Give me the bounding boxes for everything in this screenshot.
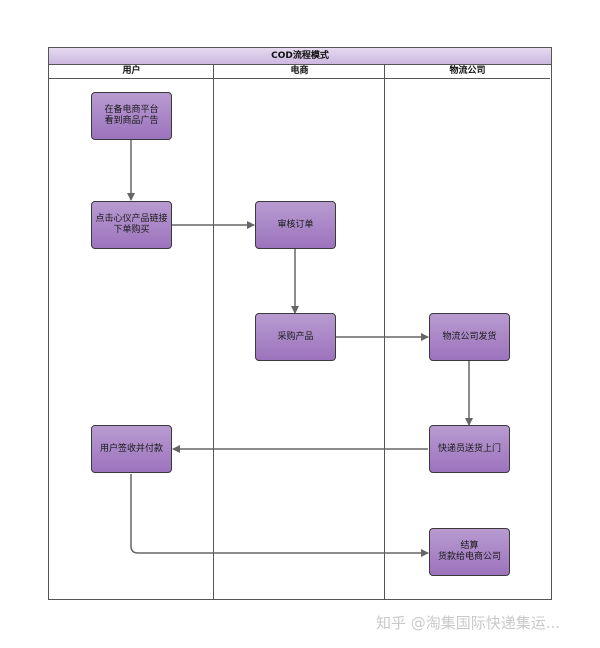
step-see-ad-label: 在备电商平台 看到商品广告 [104,105,159,126]
lane-header-user: 用户 [49,65,214,79]
step-purchase-product-label: 采购产品 [277,331,314,342]
step-see-ad: 在备电商平台 看到商品广告 [91,92,172,140]
step-settle-payment-label: 结算 货款给电商公司 [437,541,501,562]
step-review-order: 审核订单 [255,201,336,249]
watermark: 知乎 @淘集国际快递集运... [376,614,561,632]
step-logistics-ship: 物流公司发货 [429,313,510,361]
step-courier-deliver-label: 快递员送货上门 [437,443,501,454]
step-place-order-label: 点击心仪产品链接 下单购买 [95,214,168,235]
lane-divider [384,65,385,599]
lane-header-logistics: 物流公司 [385,65,550,79]
step-settle-payment: 结算 货款给电商公司 [429,528,510,576]
step-logistics-ship-label: 物流公司发货 [442,331,497,342]
lane-header-ecommerce: 电商 [214,65,385,79]
diagram-title: COD流程模式 [49,48,551,65]
step-purchase-product: 采购产品 [255,313,336,361]
step-courier-deliver: 快递员送货上门 [429,425,510,473]
lane-divider [213,65,214,599]
step-review-order-label: 审核订单 [277,219,314,230]
step-place-order: 点击心仪产品链接 下单购买 [91,201,172,249]
step-user-sign-pay-label: 用户签收并付款 [99,443,163,454]
step-user-sign-pay: 用户签收并付款 [91,425,172,473]
